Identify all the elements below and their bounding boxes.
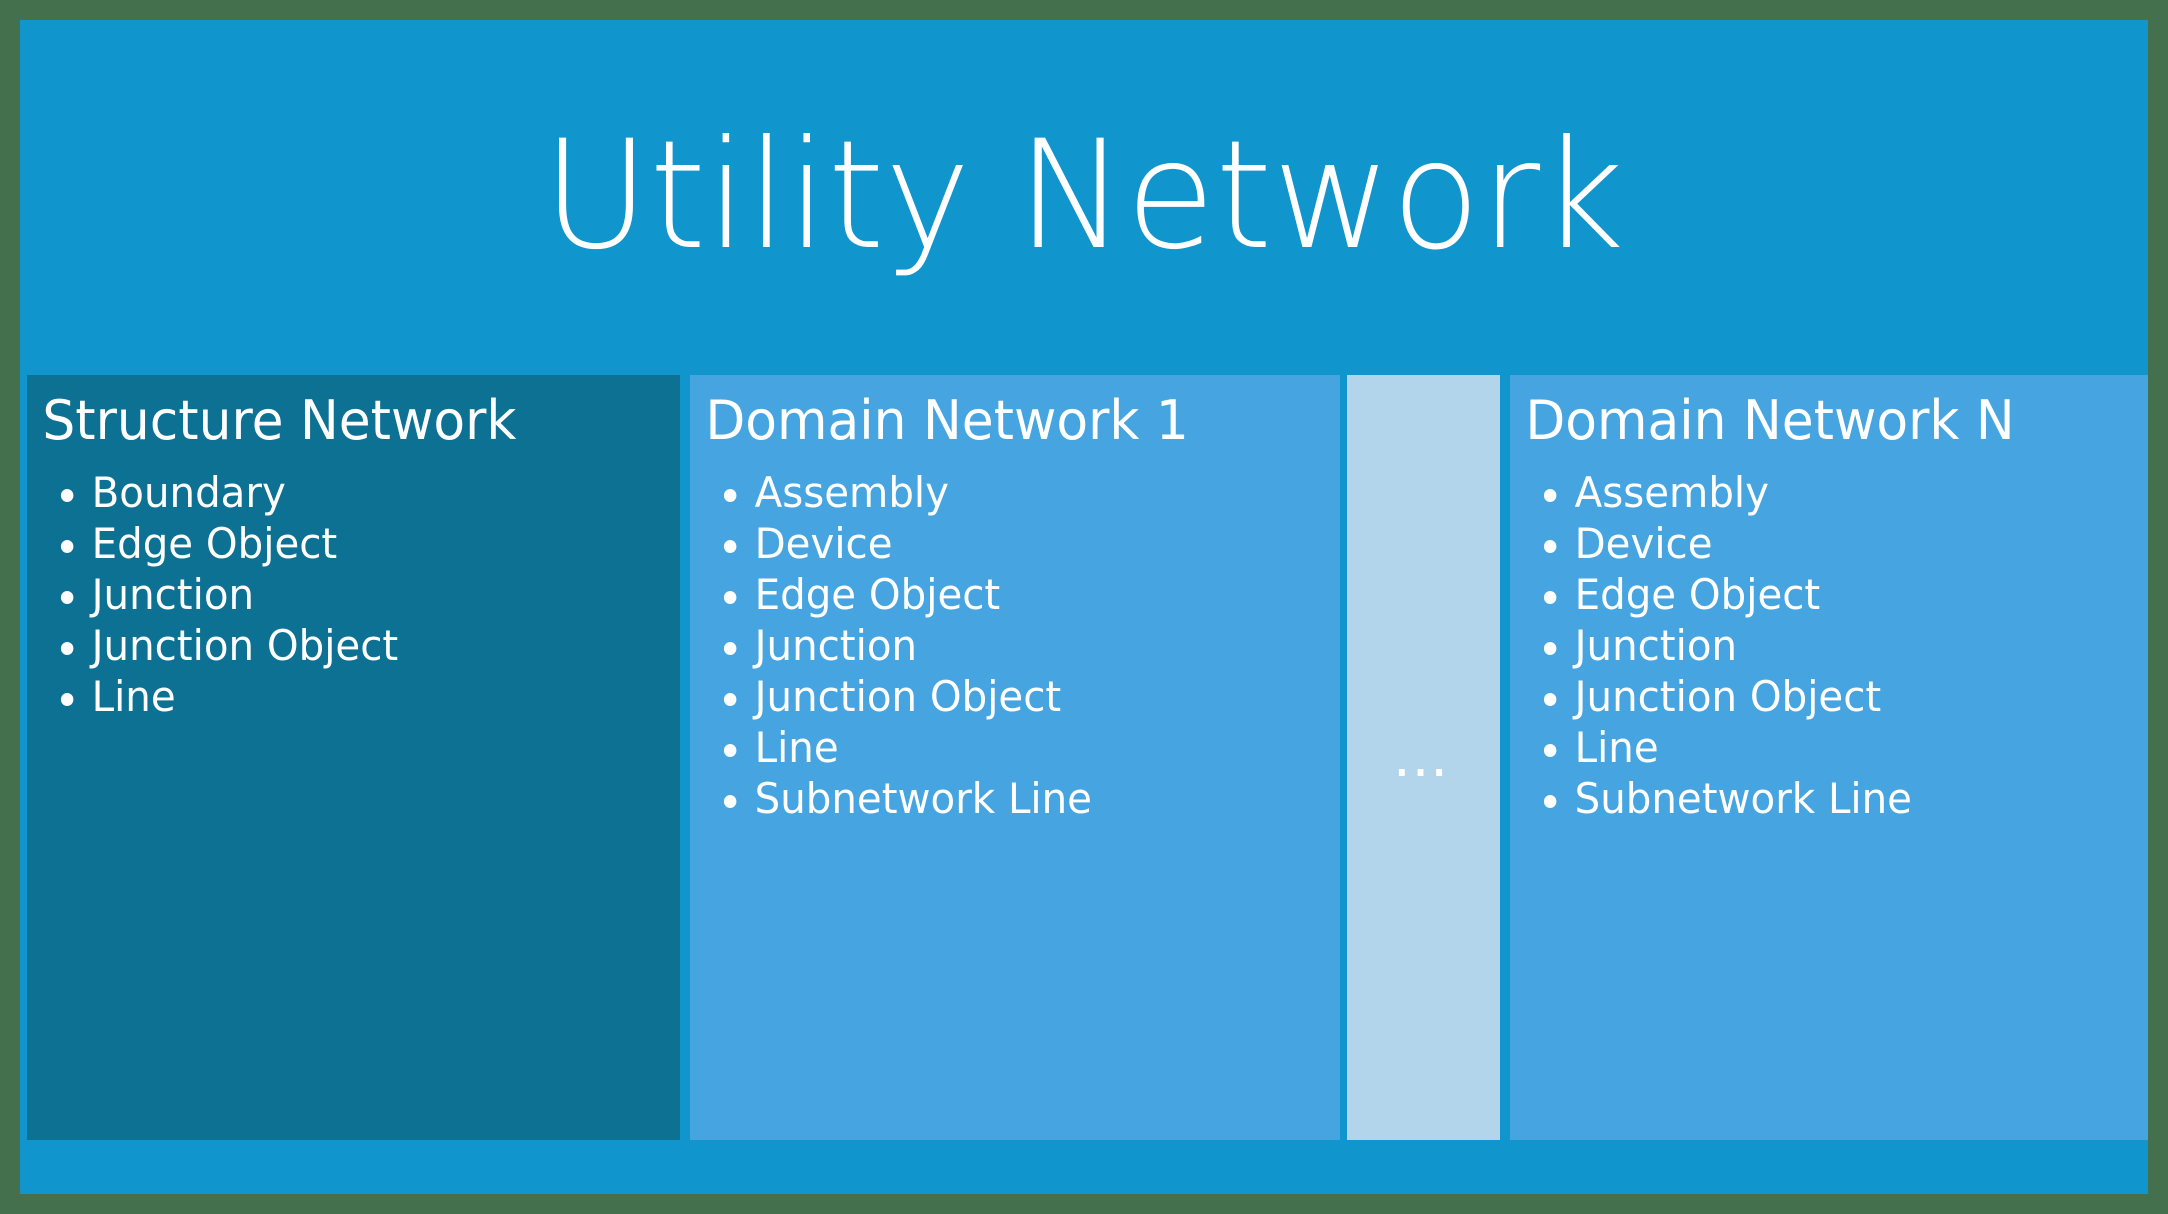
list-item: Line — [1542, 726, 2124, 769]
list-item: Junction — [1542, 624, 2124, 667]
list-item: Edge Object — [59, 522, 655, 565]
column-structure-network: Structure Network Boundary Edge Object J… — [27, 375, 680, 1140]
column-title-domain-network-n: Domain Network N — [1525, 389, 2015, 452]
column-title-structure-network: Structure Network — [42, 389, 517, 452]
diagram-header-band: Utility Network — [20, 20, 2148, 372]
list-item: Junction — [59, 573, 655, 616]
list-item: Device — [1542, 522, 2124, 565]
list-item: Subnetwork Line — [722, 777, 1315, 820]
list-item: Assembly — [722, 471, 1315, 514]
ellipsis-icon: … — [1392, 724, 1455, 790]
column-domain-network-1: Domain Network 1 Assembly Device Edge Ob… — [690, 375, 1340, 1140]
network-columns: Structure Network Boundary Edge Object J… — [20, 375, 2148, 1140]
list-item: Line — [59, 675, 655, 718]
list-item: Device — [722, 522, 1315, 565]
utility-network-diagram: Utility Network Structure Network Bounda… — [20, 20, 2148, 1194]
list-item: Junction Object — [59, 624, 655, 667]
column-domain-network-n: Domain Network N Assembly Device Edge Ob… — [1510, 375, 2148, 1140]
list-item: Boundary — [59, 471, 655, 514]
list-item: Subnetwork Line — [1542, 777, 2124, 820]
page-title: Utility Network — [543, 109, 1625, 283]
list-item: Line — [722, 726, 1315, 769]
column-ellipsis: … — [1347, 375, 1500, 1140]
list-item: Junction — [722, 624, 1315, 667]
list-item: Assembly — [1542, 471, 2124, 514]
list-item: Junction Object — [1542, 675, 2124, 718]
list-item: Edge Object — [1542, 573, 2124, 616]
list-domain-network-1: Assembly Device Edge Object Junction Jun… — [690, 471, 1340, 820]
list-item: Edge Object — [722, 573, 1315, 616]
list-domain-network-n: Assembly Device Edge Object Junction Jun… — [1510, 471, 2148, 820]
diagram-footer-band — [20, 1146, 2148, 1194]
column-title-domain-network-1: Domain Network 1 — [705, 389, 1189, 452]
list-structure-network: Boundary Edge Object Junction Junction O… — [27, 471, 680, 718]
list-item: Junction Object — [722, 675, 1315, 718]
